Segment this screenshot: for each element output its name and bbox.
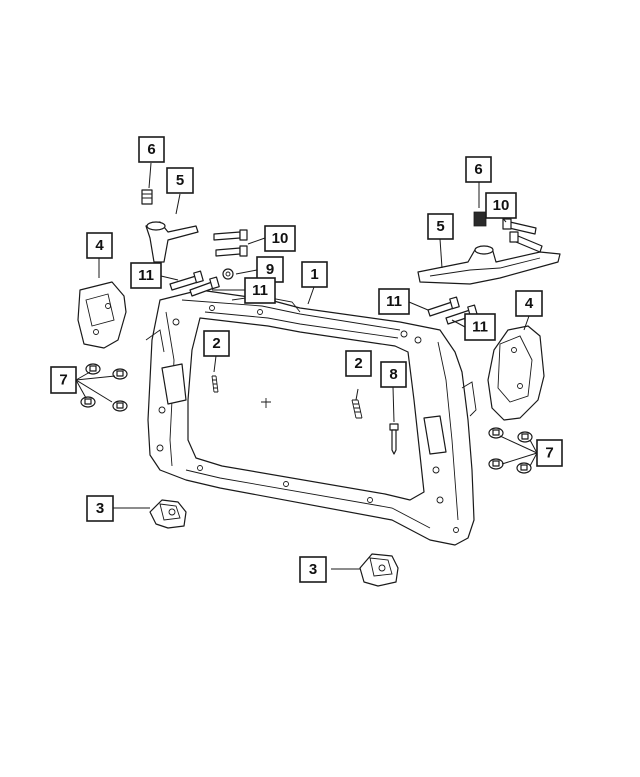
svg-text:4: 4 — [95, 237, 104, 254]
callout-1: 1 — [301, 261, 328, 288]
callout-8: 8 — [380, 361, 407, 388]
screw-8 — [389, 423, 399, 455]
right-bolt-10-upper — [502, 218, 537, 235]
svg-text:5: 5 — [436, 218, 444, 235]
callout-11-right-top: 11 — [378, 288, 410, 315]
svg-text:2: 2 — [212, 335, 220, 352]
left-bolt-lower-1 — [169, 270, 204, 291]
callout-3-right: 3 — [299, 556, 327, 583]
push-pin-1 — [85, 363, 101, 375]
callout-7-right: 7 — [536, 439, 563, 467]
left-nut — [222, 268, 234, 280]
callout-11-right-bottom: 11 — [464, 313, 496, 341]
callout-3-left: 3 — [86, 495, 114, 522]
left-bolt-mid — [215, 245, 248, 257]
callout-2-left: 2 — [203, 330, 230, 357]
left-upper-bracket — [145, 221, 199, 263]
callout-7-left: 7 — [50, 366, 77, 394]
push-pin-7 — [488, 458, 504, 470]
svg-text:11: 11 — [138, 267, 154, 284]
right-spring-clip — [351, 399, 363, 419]
left-bolt-lower-2 — [189, 276, 220, 297]
right-lower-mount — [359, 553, 399, 587]
callout-5-right: 5 — [427, 213, 454, 240]
svg-text:7: 7 — [545, 445, 553, 462]
svg-text:4: 4 — [525, 295, 534, 312]
push-pin-3 — [80, 396, 96, 408]
svg-text:5: 5 — [176, 172, 184, 189]
svg-text:6: 6 — [474, 161, 482, 178]
svg-text:6: 6 — [147, 141, 155, 158]
callout-10-left: 10 — [264, 225, 296, 252]
left-bumper-nut — [141, 189, 153, 205]
push-pin-2 — [112, 368, 128, 380]
push-pin-6 — [517, 431, 533, 443]
svg-text:11: 11 — [472, 319, 488, 336]
callout-2-right: 2 — [345, 350, 372, 377]
svg-text:7: 7 — [59, 372, 67, 389]
radiator-support-frame — [145, 289, 477, 546]
callout-4-right: 4 — [515, 290, 543, 317]
callout-5-left: 5 — [166, 167, 194, 194]
push-pin-4 — [112, 400, 128, 412]
svg-text:9: 9 — [266, 261, 274, 278]
right-push-pin-group — [488, 427, 533, 474]
left-bolt-upper — [213, 229, 248, 241]
right-headlamp-bracket — [487, 325, 545, 421]
leader-lines — [75, 162, 538, 570]
svg-text:11: 11 — [386, 293, 402, 310]
left-lower-mount — [149, 499, 187, 529]
svg-text:3: 3 — [309, 561, 317, 578]
callout-4-left: 4 — [86, 232, 113, 259]
svg-text:3: 3 — [96, 500, 104, 517]
left-headlamp-bracket — [77, 281, 127, 349]
left-spring-clip — [211, 375, 219, 393]
right-upper-bracket — [417, 245, 561, 285]
svg-text:10: 10 — [493, 197, 510, 214]
svg-text:1: 1 — [310, 266, 318, 283]
callout-11-center: 11 — [244, 277, 276, 304]
right-bumper-nut — [473, 211, 487, 227]
push-pin-8 — [516, 462, 532, 474]
svg-text:10: 10 — [272, 230, 289, 247]
right-bolt-11-upper — [427, 296, 460, 317]
svg-text:11: 11 — [252, 282, 268, 299]
push-pin-5 — [488, 427, 504, 439]
svg-text:8: 8 — [389, 366, 397, 383]
callout-6-right: 6 — [465, 156, 492, 183]
left-push-pin-group — [80, 363, 128, 412]
right-bolt-10-lower — [509, 231, 543, 253]
callout-11-left: 11 — [130, 262, 162, 289]
svg-text:2: 2 — [354, 355, 362, 372]
callout-10-right: 10 — [485, 192, 517, 219]
callout-6-left: 6 — [138, 136, 165, 163]
